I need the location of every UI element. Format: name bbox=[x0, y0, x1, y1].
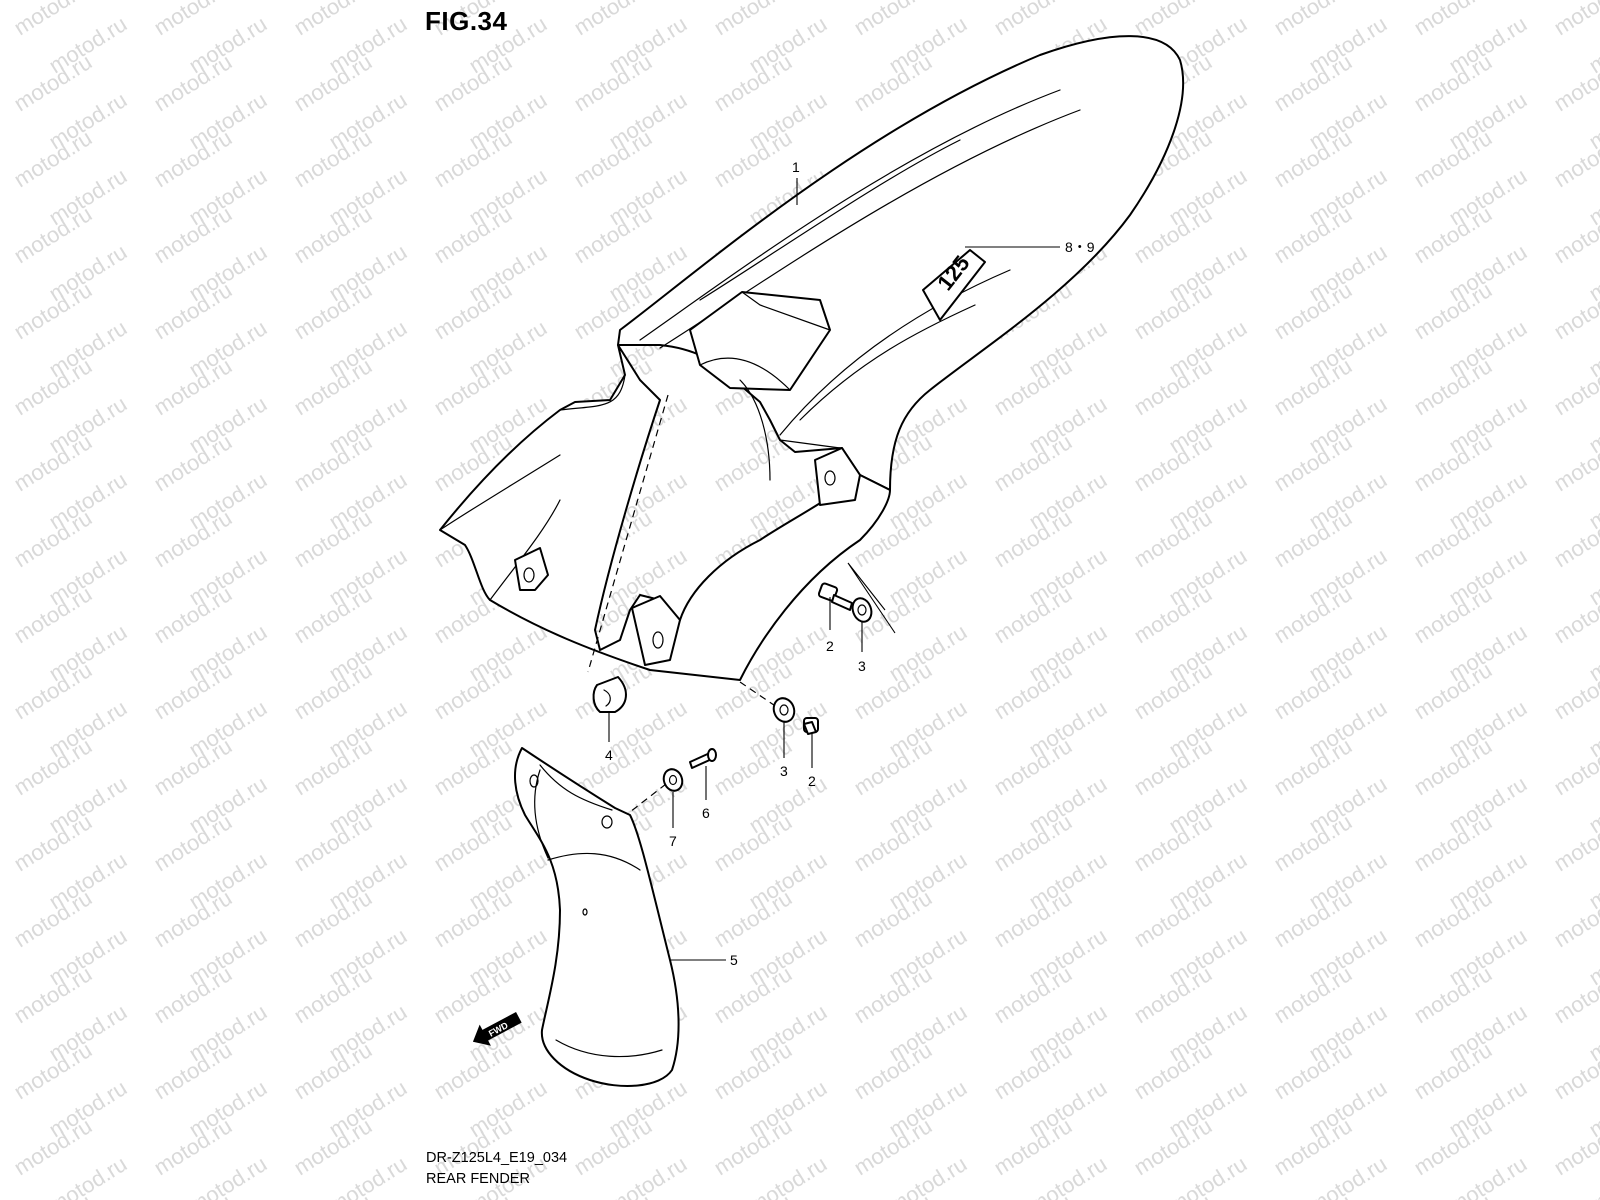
washer-small bbox=[662, 768, 684, 792]
callout-6: 6 bbox=[702, 805, 710, 821]
callout-5: 5 bbox=[730, 952, 738, 968]
callout-1: 1 bbox=[792, 159, 800, 175]
assembly-guide bbox=[847, 562, 896, 634]
callout-3-upper: 3 bbox=[858, 658, 866, 674]
bolt-lower bbox=[803, 717, 819, 735]
mud-flap-part bbox=[514, 747, 680, 1087]
bolt-upper bbox=[817, 582, 853, 611]
leaders bbox=[608, 178, 1060, 961]
assembly-line bbox=[587, 394, 669, 673]
callouts: 1 8・9 2 3 4 3 2 6 7 5 bbox=[605, 159, 1095, 968]
screw-part bbox=[689, 748, 717, 769]
figure-code: DR-Z125L4_E19_034 bbox=[426, 1150, 568, 1166]
washer-upper bbox=[851, 597, 873, 623]
clip-part bbox=[592, 676, 627, 713]
rear-fender-part: 125 bbox=[439, 35, 1185, 681]
figure-title: FIG.34 bbox=[425, 6, 508, 36]
watermark-text: motod.ru bbox=[1549, 0, 1600, 40]
callout-7: 7 bbox=[669, 833, 677, 849]
callout-2-lower: 2 bbox=[808, 773, 816, 789]
callout-3-lower: 3 bbox=[780, 763, 788, 779]
callout-8-9: 8・9 bbox=[1065, 239, 1095, 255]
figure-name: REAR FENDER bbox=[426, 1171, 530, 1187]
assembly-line bbox=[629, 783, 667, 813]
callout-2-upper: 2 bbox=[826, 638, 834, 654]
callout-4: 4 bbox=[605, 747, 613, 763]
washer-lower bbox=[772, 697, 796, 723]
